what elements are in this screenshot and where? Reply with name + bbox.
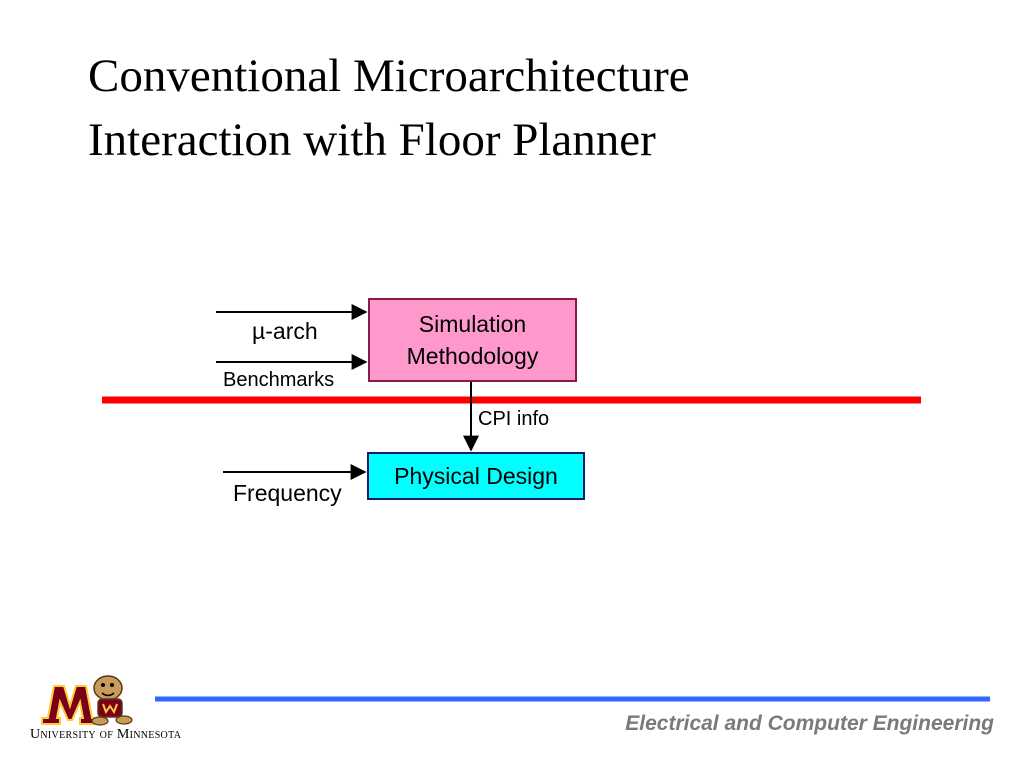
physical-design-label: Physical Design	[394, 462, 558, 489]
university-name: University of Minnesota	[30, 727, 182, 742]
simulation-box-line-1: Simulation	[418, 311, 527, 337]
department-name: Electrical and Computer Engineering	[625, 712, 994, 735]
frequency-label: Frequency	[233, 480, 342, 506]
gopher-m-logo-icon	[41, 675, 133, 726]
march-label: µ-arch	[252, 318, 318, 344]
simulation-box-line-2: Methodology	[406, 343, 539, 369]
physical-design-box: Physical Design	[367, 452, 585, 500]
title-line-1: Conventional Microarchitecture	[88, 50, 690, 102]
title-line-2: Interaction with Floor Planner	[88, 114, 656, 166]
simulation-methodology-box: Simulation Methodology	[368, 298, 577, 382]
benchmarks-label: Benchmarks	[223, 369, 335, 391]
cpi-info-label: CPI info	[478, 408, 550, 430]
slide-title: Conventional Microarchitecture Interacti…	[88, 44, 988, 172]
